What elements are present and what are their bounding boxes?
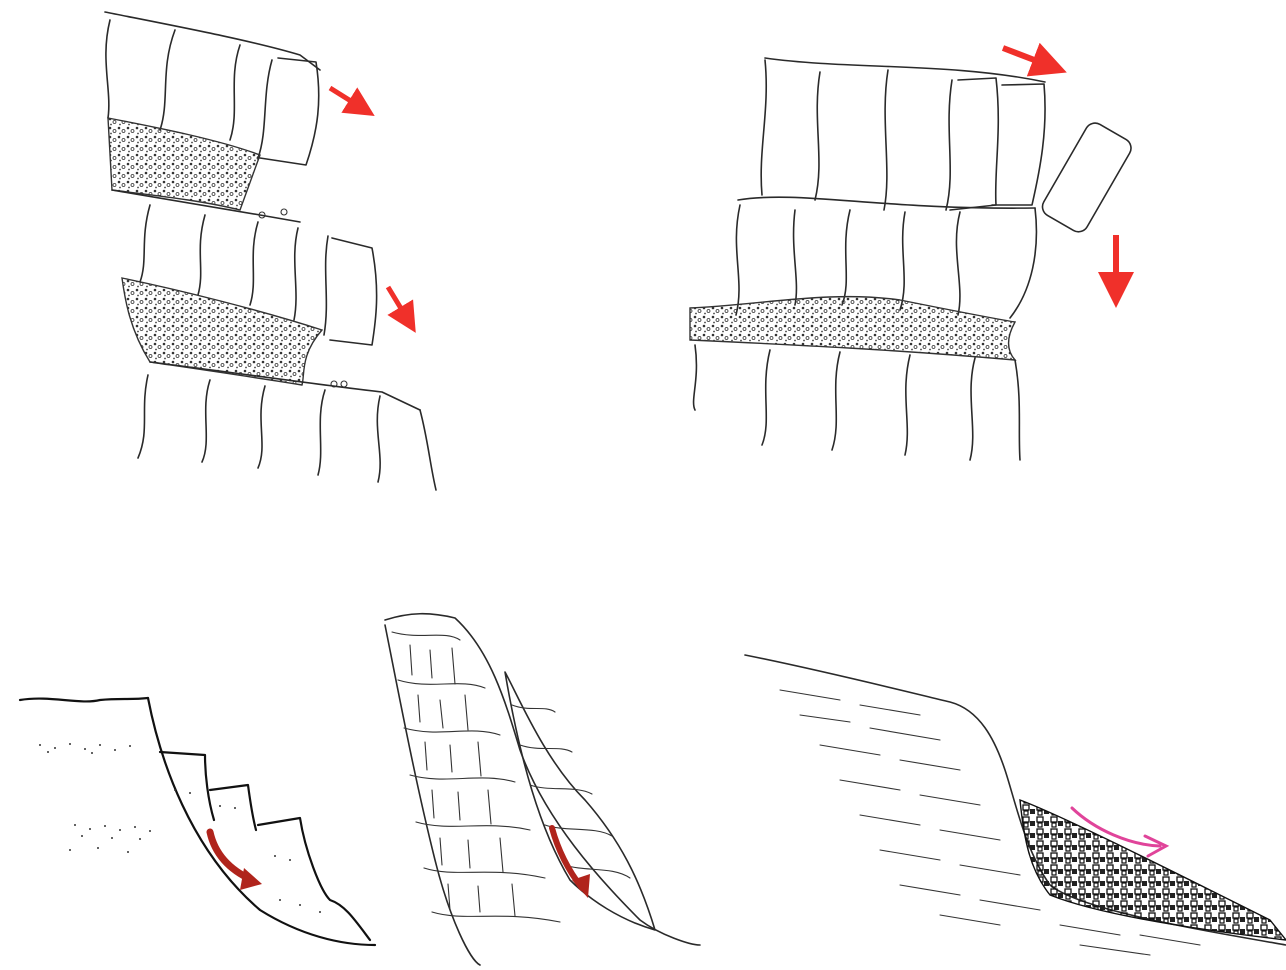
panel-block-fall: [690, 48, 1135, 460]
arrow-icon: [330, 88, 362, 108]
panel-talus: [745, 655, 1286, 955]
arrow-icon: [388, 287, 408, 320]
panel-toppling: [105, 12, 436, 490]
panel-slump: [20, 698, 375, 945]
panel-planar-slide: [385, 614, 700, 965]
detached-block: [1039, 119, 1135, 235]
arrow-icon: [1003, 48, 1050, 66]
talus-pile: [1020, 800, 1286, 940]
